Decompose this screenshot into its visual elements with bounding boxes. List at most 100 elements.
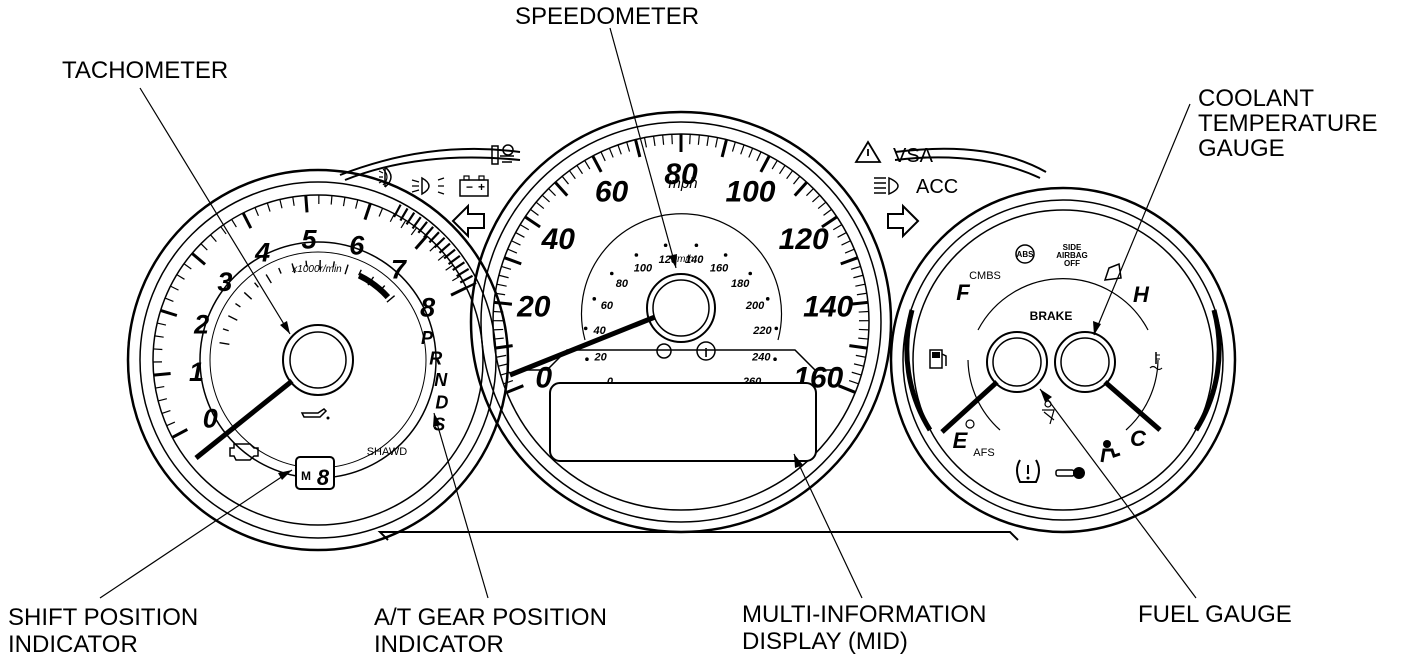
- shift-mode-letter: M: [301, 469, 311, 483]
- tach-tick: [254, 207, 259, 217]
- kmh-label: 180: [731, 278, 750, 290]
- tach-redzone-tick: [456, 268, 470, 278]
- kmh-dot: [723, 253, 728, 257]
- shift-callout-line1: SHIFT POSITION: [8, 604, 198, 631]
- speedo-tick: [812, 194, 821, 203]
- speedo-tick: [503, 379, 514, 385]
- coolant-callout-line3: GAUGE: [1198, 135, 1285, 162]
- tach-inner-tick: [254, 282, 259, 288]
- tach-tick: [220, 226, 227, 235]
- tach-tick: [176, 274, 185, 280]
- rpm-label: 2: [193, 309, 209, 339]
- gear-callout-line2: INDICATOR: [374, 631, 504, 658]
- speedo-tick: [840, 256, 859, 266]
- speedo-tick: [495, 292, 506, 296]
- speedo-tick: [568, 170, 576, 180]
- tach-inner-tick: [344, 264, 349, 275]
- speedo-tick: [793, 181, 808, 197]
- tach-inner-tick: [291, 263, 296, 274]
- tach-redzone-tick: [423, 226, 434, 239]
- side-airbag-1: SIDE: [1063, 243, 1082, 252]
- shift-digit: 8: [317, 465, 330, 490]
- fuel-scale-band: [904, 309, 933, 432]
- speedo-tick: [706, 135, 710, 146]
- tach-redzone-tick: [417, 221, 428, 234]
- coolant-icon: [1149, 352, 1163, 371]
- tach-inner-tick: [305, 260, 308, 267]
- fuel-empty-label: E: [953, 428, 969, 453]
- speedo-tick: [591, 155, 603, 173]
- info-icon: [696, 341, 716, 361]
- tach-tick: [170, 285, 179, 291]
- mph-label: 120: [779, 223, 829, 256]
- kmh-dot: [609, 271, 614, 276]
- svg-text:ABS: ABS: [1017, 250, 1035, 259]
- speedo-hub: [646, 273, 716, 343]
- gear-callout-line1: A/T GEAR POSITION: [374, 604, 607, 631]
- tach-ring-3: [152, 194, 484, 526]
- speedo-tick: [519, 224, 530, 231]
- speedo-tick: [850, 265, 861, 270]
- kmh-label: 100: [634, 262, 653, 274]
- side-airbag-2: AIRBAG: [1056, 251, 1088, 260]
- kmh-dot: [663, 243, 668, 248]
- tach-inner-tick: [222, 328, 229, 332]
- leader-fuel: [1039, 388, 1197, 599]
- fuel-needle: [940, 380, 999, 434]
- kmh-label: 40: [592, 325, 606, 337]
- tach-redzone-tick: [452, 261, 466, 271]
- tpms-icon: [1016, 459, 1040, 483]
- temp-cold-label: C: [1130, 426, 1147, 451]
- tach-tick: [363, 203, 372, 221]
- tach-tick: [157, 322, 167, 326]
- speedo-tick: [493, 310, 504, 313]
- right-ring-3: [912, 209, 1214, 511]
- tach-hub-inner: [289, 331, 347, 389]
- speedo-tick: [626, 141, 631, 152]
- tach-inner-tick: [278, 267, 282, 274]
- mph-label: 100: [725, 175, 775, 208]
- side-airbag-3: OFF: [1064, 259, 1080, 268]
- mph-label: 40: [541, 223, 576, 256]
- temp-needle: [1103, 380, 1162, 432]
- tach-tick: [171, 428, 189, 439]
- tach-inner-tick: [228, 315, 238, 321]
- gauge-inner-arc: [977, 278, 1149, 331]
- right-turn-signal-icon: [887, 203, 920, 239]
- tach-redzone-tick: [447, 254, 461, 266]
- coolant-callout-line1: COOLANT: [1198, 85, 1314, 112]
- mph-label: 80: [664, 158, 698, 191]
- tach-tick: [266, 202, 271, 212]
- speedo-ticks: [493, 134, 869, 394]
- kmh-label: 20: [594, 351, 608, 363]
- speedo-tick: [849, 344, 868, 350]
- kmh-label: 80: [616, 278, 629, 290]
- speedo-tick: [652, 135, 656, 146]
- fuel-pump-icon: [929, 349, 947, 369]
- multi-information-display: [549, 382, 817, 462]
- warning-triangle-icon: [854, 140, 882, 163]
- kmh-dot: [585, 357, 589, 362]
- mph-label: 140: [803, 291, 853, 324]
- cmbs-label: CMBS: [969, 270, 1001, 282]
- speedo-tick: [771, 160, 778, 170]
- leader-coolant: [1093, 103, 1191, 336]
- speedo-tick: [634, 139, 642, 158]
- tach-redzone-tick: [411, 216, 422, 230]
- kmh-unit: km/h: [672, 254, 694, 265]
- tach-tick: [154, 335, 164, 338]
- shawd-label: SHAWD: [367, 446, 408, 458]
- kmh-dot: [583, 326, 588, 331]
- speedo-tick: [496, 283, 507, 287]
- mid-callout-line2: DISPLAY (MID): [742, 628, 908, 655]
- tach-needle: [194, 379, 294, 460]
- gear-letter: N: [434, 370, 448, 390]
- speedo-tick: [853, 363, 864, 367]
- tach-redzone-tick: [399, 207, 409, 222]
- tach-redzone-tick: [433, 236, 446, 249]
- tach-tick: [304, 195, 309, 213]
- speedo-tick: [714, 137, 719, 148]
